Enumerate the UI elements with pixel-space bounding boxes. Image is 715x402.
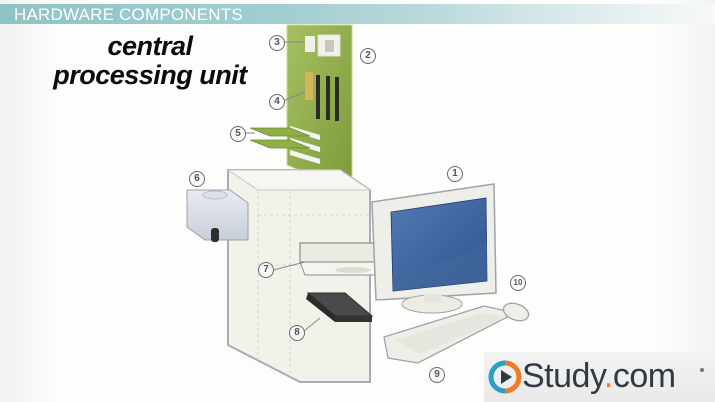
callout-1-monitor: 1 (447, 166, 463, 182)
mouse (502, 302, 530, 322)
subtitle-line-1: central (107, 31, 193, 61)
monitor (371, 183, 497, 314)
optical-drive (299, 242, 386, 276)
power-supply (186, 189, 249, 242)
keyboard (383, 305, 517, 364)
callout-10-mouse: 10 (510, 275, 526, 291)
callout-8-hard-drive: 8 (289, 325, 305, 341)
play-circle-icon (488, 360, 522, 394)
leader-lines (244, 41, 321, 332)
callout-6-power-supply: 6 (189, 171, 205, 187)
callout-5-expansion-cards: 5 (230, 126, 246, 142)
logo-wordmark: Study.com (522, 355, 676, 397)
registered-mark (700, 368, 704, 372)
logo-tld: com (612, 357, 676, 395)
callout-7-optical-drive: 7 (258, 262, 274, 278)
logo-brand: Study (522, 357, 604, 395)
subtitle-line-2: processing unit (53, 60, 247, 90)
callout-2-motherboard: 2 (360, 48, 376, 64)
motherboard (286, 24, 353, 193)
callout-3-cpu: 3 (269, 35, 285, 51)
expansion-cards (249, 127, 311, 149)
study-com-logo: Study.com (484, 352, 715, 402)
callout-4-ram: 4 (269, 94, 285, 110)
logo-dot: . (603, 357, 613, 395)
header-bar: HARDWARE COMPONENTS (0, 4, 715, 24)
header-title: HARDWARE COMPONENTS (14, 5, 243, 24)
hard-drive (306, 292, 374, 322)
computer-case (226, 169, 372, 383)
callout-9-keyboard: 9 (429, 367, 445, 383)
slide-subtitle: central processing unit (40, 32, 260, 90)
